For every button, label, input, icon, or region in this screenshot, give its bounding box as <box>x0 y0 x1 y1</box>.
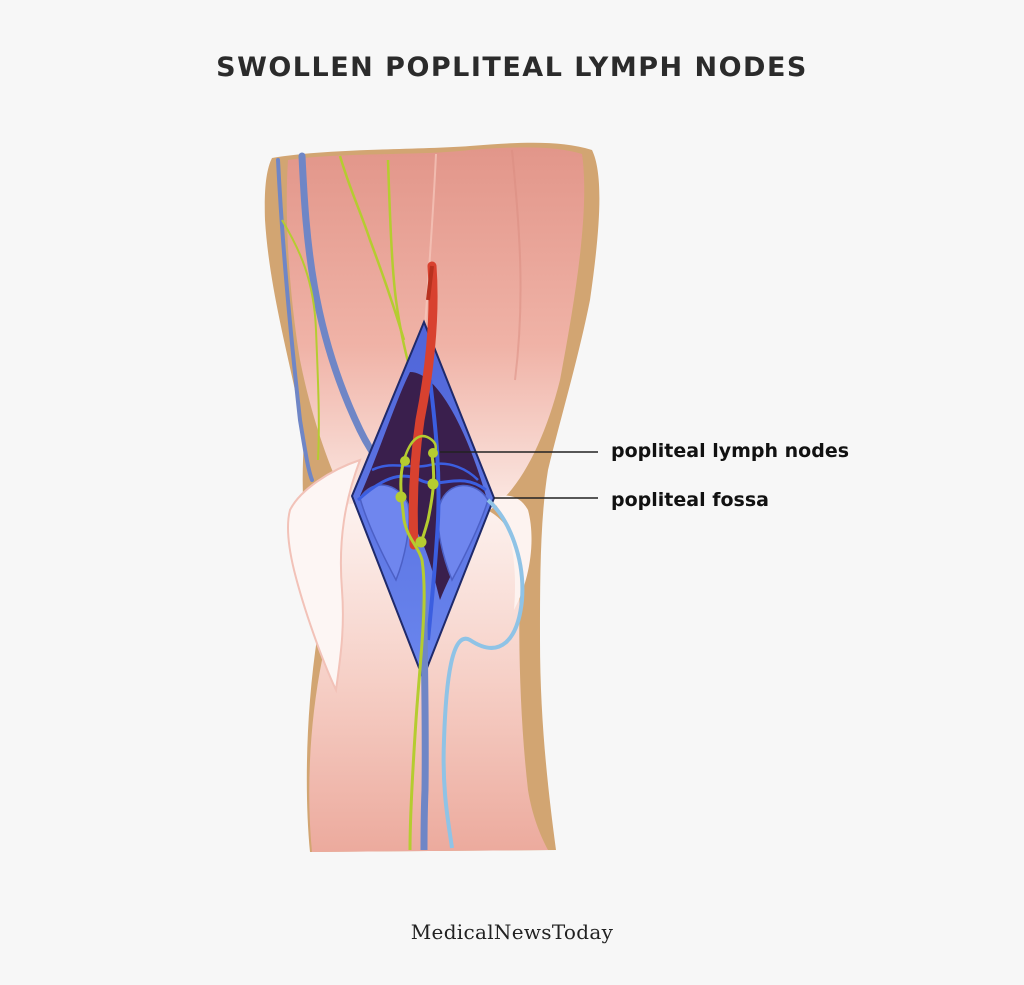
lymph-vessel <box>399 459 426 851</box>
vein-central <box>420 599 429 851</box>
diagram-title: SWOLLEN POPLITEAL LYMPH NODES <box>216 52 808 83</box>
calf-muscle <box>309 501 548 852</box>
popliteal-artery <box>408 261 438 550</box>
lymph-node <box>400 456 410 466</box>
label-popliteal-fossa: popliteal fossa <box>611 489 769 511</box>
tendon-left <box>286 458 362 694</box>
vessel-light-right <box>441 498 525 849</box>
brand-logo: MedicalNewsToday <box>410 920 614 944</box>
lymph-node <box>427 478 439 490</box>
lymph-node <box>415 536 427 548</box>
lymph-node <box>428 448 438 458</box>
lymph-node <box>395 491 407 503</box>
label-popliteal-lymph-nodes: popliteal lymph nodes <box>611 440 850 462</box>
